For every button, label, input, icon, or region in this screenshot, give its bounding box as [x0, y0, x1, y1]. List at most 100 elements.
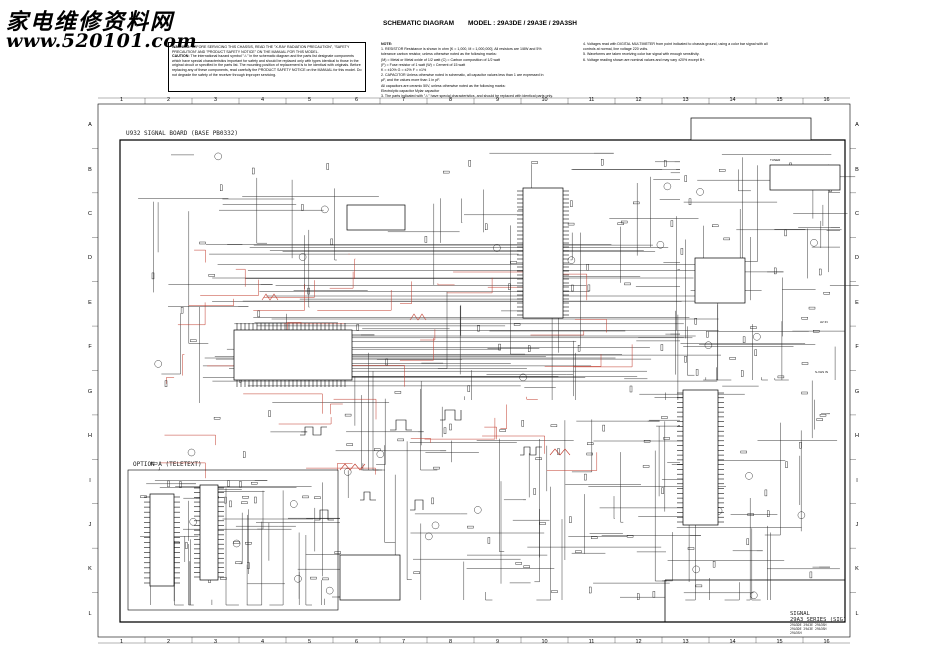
component: [220, 577, 227, 580]
component: [533, 488, 536, 495]
wire-trace: [761, 377, 768, 381]
component: [809, 571, 813, 579]
component: [684, 356, 687, 363]
transistor: [797, 511, 806, 519]
av-label: AV IN: [820, 320, 828, 324]
transistor: [663, 182, 672, 191]
signal-trace-red: [306, 467, 376, 475]
warning-label: WARNING:: [172, 45, 191, 49]
component: [302, 495, 309, 499]
wire-trace: [510, 225, 525, 355]
grid-label: L: [88, 610, 92, 617]
wire-trace: [485, 592, 493, 601]
note-line: tolerance carbon resistor, unless otherw…: [381, 52, 497, 57]
tuner-block: [769, 164, 841, 191]
component: [801, 362, 809, 365]
component: [242, 451, 246, 458]
wire-trace: [406, 441, 412, 580]
wire-trace: [161, 313, 181, 375]
component: [487, 537, 491, 544]
waveform-red: [409, 313, 427, 321]
wire-trace: [499, 438, 505, 552]
component: [310, 576, 317, 580]
wire-trace: [764, 422, 781, 536]
transistor: [321, 205, 329, 214]
teletext-option-box: [127, 469, 339, 611]
grid-label: 9: [495, 97, 500, 103]
component: [385, 358, 388, 366]
grid-label: A: [855, 122, 859, 129]
grid-label: B: [88, 166, 92, 173]
component: [774, 267, 777, 275]
transistor: [493, 244, 501, 252]
transistor: [214, 152, 222, 161]
watermark-chinese-text: 家电维修资料网: [6, 9, 175, 35]
signal-trace-red: [573, 344, 633, 368]
component: [513, 323, 521, 326]
component: [551, 590, 558, 593]
component: [150, 462, 158, 465]
tuner-label: TUNER: [770, 158, 781, 162]
component: [670, 220, 674, 227]
component: [643, 440, 651, 443]
grid-label: J: [855, 521, 859, 528]
grid-label: G: [854, 388, 860, 395]
signal-trace-red: [333, 398, 377, 420]
notes-column-2: 4. Voltages read with DIGITAL MULTIMETER…: [583, 42, 803, 63]
component: [801, 391, 808, 395]
component: [642, 465, 650, 468]
transistor: [376, 450, 384, 458]
component: [571, 284, 574, 292]
component: [629, 385, 633, 393]
wire-trace: [269, 490, 284, 606]
component: [539, 522, 546, 525]
grid-label: 3: [213, 97, 218, 103]
grid-label: 6: [354, 639, 359, 645]
component: [586, 264, 589, 271]
component: [767, 510, 770, 517]
schematic-title: SCHEMATIC DIAGRAM: [383, 20, 455, 27]
component: [706, 331, 709, 338]
component: [741, 370, 744, 377]
signal-trace-red: [500, 404, 507, 429]
wire-trace: [256, 177, 267, 244]
signal-trace-red: [544, 354, 602, 367]
grid-label: 5: [307, 639, 312, 645]
component: [742, 336, 746, 343]
component: [151, 272, 155, 280]
signal-trace-red: [243, 393, 323, 414]
component: [747, 513, 754, 516]
grid-label: 2: [166, 639, 171, 645]
component: [219, 184, 223, 192]
component: [431, 497, 434, 505]
caution-text: The international hazard symbol "⚠" in t…: [172, 54, 362, 77]
grid-label: 13: [682, 97, 689, 103]
note-line: All capacitors are ceramic 50V, unless o…: [381, 83, 506, 88]
component: [477, 325, 480, 332]
grid-label: 6: [354, 97, 359, 103]
signal-trace-red: [330, 403, 343, 415]
component: [661, 416, 668, 419]
signal-trace-red: [424, 417, 496, 440]
note-line: 2. CAPACITOR Unless otherwise noted in s…: [381, 73, 544, 78]
waveform: [390, 419, 412, 431]
wire-trace: [738, 169, 751, 192]
component: [314, 496, 321, 499]
grid-label: 13: [682, 639, 689, 645]
grid-label: A: [88, 122, 92, 129]
transistor: [154, 360, 162, 368]
component: [257, 310, 260, 318]
grid-label: K: [88, 566, 92, 573]
grid-label: 4: [260, 639, 265, 645]
waveform: [360, 491, 376, 501]
component: [740, 450, 747, 454]
wire-trace: [174, 541, 184, 606]
signal-trace-red: [420, 329, 436, 341]
waveform-red: [339, 463, 366, 471]
component: [467, 525, 474, 529]
grid-label: 1: [119, 639, 124, 645]
component: [712, 561, 716, 568]
component: [550, 424, 558, 427]
component: [424, 236, 428, 243]
